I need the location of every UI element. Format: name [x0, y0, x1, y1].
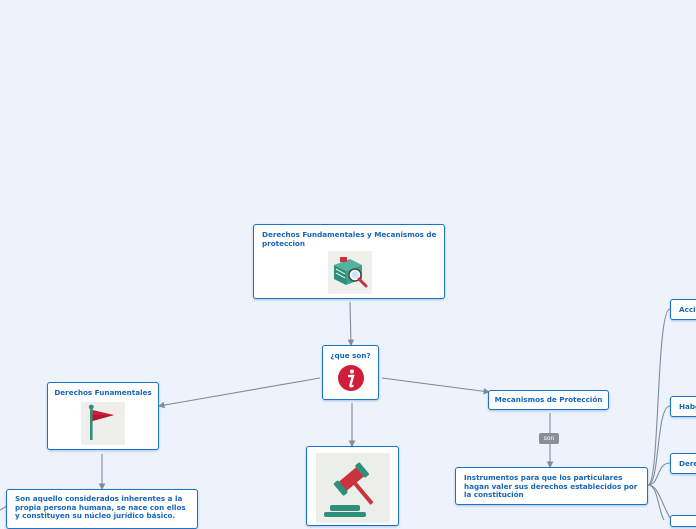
branch-node-2[interactable]: Habe — [670, 396, 696, 417]
judicial-node[interactable] — [306, 446, 399, 526]
red-flag-icon — [81, 402, 125, 445]
mecanismos-proteccion-node[interactable]: Mecanismos de Protección — [488, 390, 609, 410]
connector-root-queson — [347, 301, 355, 347]
connector-definicion-left — [0, 505, 8, 511]
branch-label-3: Dere — [679, 459, 696, 468]
root-topic-node[interactable]: Derechos Fundamentales y Mecanismos de p… — [253, 224, 445, 299]
que-son-label: ¿que son? — [330, 351, 371, 360]
connector-queson-derechos — [157, 377, 321, 409]
branch-label-2: Habe — [679, 402, 696, 411]
branch-node-4[interactable] — [670, 515, 696, 527]
connector-queson-mecanismos — [381, 377, 491, 395]
instrumentos-node[interactable]: Instrumentos para que los particulares h… — [455, 467, 648, 505]
instrumentos-label: Instrumentos para que los particulares h… — [464, 473, 638, 500]
branch-node-1[interactable]: Acci — [670, 299, 696, 320]
derechos-fundamentales-node[interactable]: Derechos Funamentales — [47, 382, 159, 450]
books-magnifier-icon — [328, 251, 372, 294]
info-icon — [337, 364, 365, 392]
connector-instrumentos-branch1 — [647, 308, 671, 486]
definicion-node[interactable]: Son aquello considerados inherentes a la… — [6, 489, 198, 529]
que-son-node[interactable]: ¿que son? — [322, 345, 379, 400]
gavel-icon — [316, 453, 390, 523]
connector-instrumentos-branch2 — [647, 405, 671, 486]
branch-label-1: Acci — [679, 305, 696, 314]
connector-instrumentos-branch5 — [647, 484, 671, 519]
connector-label-son: son — [539, 433, 559, 444]
root-topic-label: Derechos Fundamentales y Mecanismos de p… — [262, 230, 437, 248]
connector-instrumentos-branch3 — [647, 462, 671, 486]
branch-node-3[interactable]: Dere — [670, 453, 696, 474]
derechos-fundamentales-label: Derechos Funamentales — [54, 388, 152, 397]
definicion-label: Son aquello considerados inherentes a la… — [15, 494, 186, 521]
mecanismos-proteccion-label: Mecanismos de Protección — [494, 395, 603, 404]
